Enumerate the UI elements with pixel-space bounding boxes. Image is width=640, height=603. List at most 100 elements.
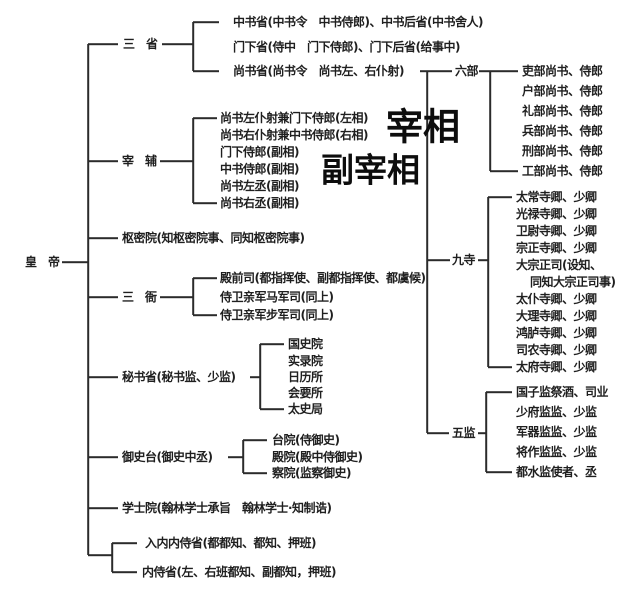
- node-xueshiyuan: 学士院(翰林学士承旨 翰林学士·知制诰): [122, 501, 332, 515]
- node-shangshusheng: 尚书省(尚书令 尚书左、右仆射): [233, 64, 404, 78]
- connector-line: [490, 170, 518, 172]
- connector-line: [487, 197, 489, 367]
- node-wujian-label: 五监: [452, 426, 476, 440]
- connector-line: [193, 314, 217, 316]
- node-jiusi-item: 太常寺卿、少卿: [516, 190, 597, 204]
- connector-line: [160, 296, 193, 298]
- node-zhongshusheng: 中书省(中书令 中书侍郎)、中书后省(中书舍人): [233, 15, 483, 29]
- node-wujian-item: 国子监祭酒、司业: [516, 385, 609, 399]
- node-zaifu-item: 中书侍郎(副相): [220, 162, 299, 176]
- connector-line: [111, 543, 113, 572]
- node-jiusi-label: 九寺: [452, 253, 476, 267]
- connector-line: [478, 259, 488, 261]
- connector-line: [193, 202, 217, 204]
- node-liubu-item: 工部尚书、侍郎: [522, 164, 603, 178]
- connector-line: [420, 70, 452, 72]
- connector-line: [160, 160, 193, 162]
- node-runei-neishisheng: 入内内侍省(都都知、都知、押班): [145, 536, 316, 550]
- connector-line: [112, 542, 137, 544]
- connector-line: [485, 392, 487, 472]
- node-sanya-label: 三 衙: [122, 290, 157, 304]
- connector-line: [193, 21, 219, 23]
- connector-line: [88, 296, 118, 298]
- connector-line: [489, 71, 491, 171]
- connector-line: [88, 376, 118, 378]
- node-liubu-item: 吏部尚书、侍郎: [522, 64, 603, 78]
- connector-line: [88, 554, 112, 556]
- node-zaifu-item: 尚书左仆射兼门下侍郎(左相): [220, 111, 368, 125]
- node-menxiasheng: 门下省(侍中 门下侍郎)、门下后省(给事中): [233, 40, 460, 54]
- node-mishusheng-item: 会要所: [288, 386, 323, 400]
- node-jiusi-item: 卫尉寺卿、少卿: [516, 224, 597, 238]
- node-zaifu-item: 门下侍郎(副相): [220, 145, 299, 159]
- node-jiusi-item: 司农寺卿、少卿: [516, 343, 597, 357]
- node-zaifu-item: 尚书右仆射兼中书侍郎(右相): [220, 128, 368, 142]
- connector-line: [488, 196, 512, 198]
- connector-line: [479, 70, 490, 72]
- connector-line: [88, 160, 118, 162]
- stamp-vice-prime-minister: 副宰相: [321, 150, 420, 190]
- node-jiusi-item: 鸿胪寺卿、少卿: [516, 326, 597, 340]
- node-wujian-item: 将作监监、少监: [516, 445, 597, 459]
- connector-line: [193, 277, 217, 279]
- connector-line: [192, 118, 194, 203]
- connector-line: [259, 344, 261, 409]
- node-yushitai-item: 殿院(殿中侍御史): [272, 450, 363, 464]
- connector-line: [193, 70, 219, 72]
- connector-line: [490, 70, 518, 72]
- connector-line: [88, 237, 118, 239]
- node-mishusheng-item: 实录院: [288, 354, 323, 368]
- node-emperor: 皇 帝: [25, 255, 60, 269]
- node-wujian-item: 军器监监、少监: [516, 425, 597, 439]
- connector-line: [162, 43, 193, 45]
- node-wujian-item: 都水监使者、丞: [516, 465, 597, 479]
- connector-line: [88, 456, 118, 458]
- node-mishusheng-item: 日历所: [288, 370, 323, 384]
- node-yushitai-label: 御史台(御史中丞): [122, 450, 213, 464]
- connector-line: [243, 472, 267, 474]
- connector-line: [260, 408, 284, 410]
- node-sansheng-label: 三 省: [123, 37, 158, 51]
- node-wujian-item: 少府监监、少监: [516, 405, 597, 419]
- connector-line: [426, 71, 428, 433]
- node-zaifu-item: 尚书左丞(副相): [220, 179, 299, 193]
- node-sanya-item: 殿前司(都指挥使、副都指挥使、都虞候): [220, 271, 426, 285]
- connector-line: [427, 432, 449, 434]
- node-yushitai-item: 察院(监察御史): [272, 466, 351, 480]
- node-liubu-item: 兵部尚书、侍郎: [522, 124, 603, 138]
- connector-line: [488, 366, 512, 368]
- node-neishisheng: 内侍省(左、右班都知、副都知，押班): [142, 565, 336, 579]
- connector-line: [427, 259, 450, 261]
- node-jiusi-item: 宗正寺卿、少卿: [516, 241, 597, 255]
- connector-line: [486, 471, 512, 473]
- node-mishusheng-item: 太史局: [288, 402, 323, 416]
- node-mishusheng-item: 国史院: [288, 337, 323, 351]
- node-liubu-label: 六部: [455, 64, 479, 78]
- node-zaifu-label: 宰 辅: [122, 154, 157, 168]
- node-shumiyuan: 枢密院(知枢密院事、同知枢密院事): [122, 231, 305, 245]
- connector-line: [192, 22, 194, 71]
- connector-line: [88, 507, 118, 509]
- connector-line: [478, 432, 486, 434]
- stamp-prime-minister: 宰相: [386, 105, 460, 149]
- node-jiusi-item: 大理寺卿、少卿: [516, 309, 597, 323]
- connector-line: [260, 343, 284, 345]
- node-jiusi-item: 同知大宗正司事): [530, 275, 616, 289]
- node-liubu-item: 礼部尚书、侍郎: [522, 104, 603, 118]
- node-liubu-item: 刑部尚书、侍郎: [522, 144, 603, 158]
- connector-line: [228, 456, 243, 458]
- node-jiusi-item: 大宗正司(设知、: [516, 258, 602, 272]
- connector-line: [88, 43, 118, 45]
- node-sanya-item: 侍卫亲军马军司(同上): [220, 290, 334, 304]
- connector-line: [243, 439, 267, 441]
- node-jiusi-item: 太府寺卿、少卿: [516, 360, 597, 374]
- node-zaifu-item: 尚书右丞(副相): [220, 196, 299, 210]
- connector-line: [192, 278, 194, 315]
- connector-line: [62, 261, 88, 263]
- connector-line: [112, 571, 137, 573]
- node-mishusheng-label: 秘书省(秘书监、少监): [122, 370, 236, 384]
- node-jiusi-item: 光禄寺卿、少卿: [516, 207, 597, 221]
- connector-line: [242, 440, 244, 473]
- connector-line: [250, 376, 260, 378]
